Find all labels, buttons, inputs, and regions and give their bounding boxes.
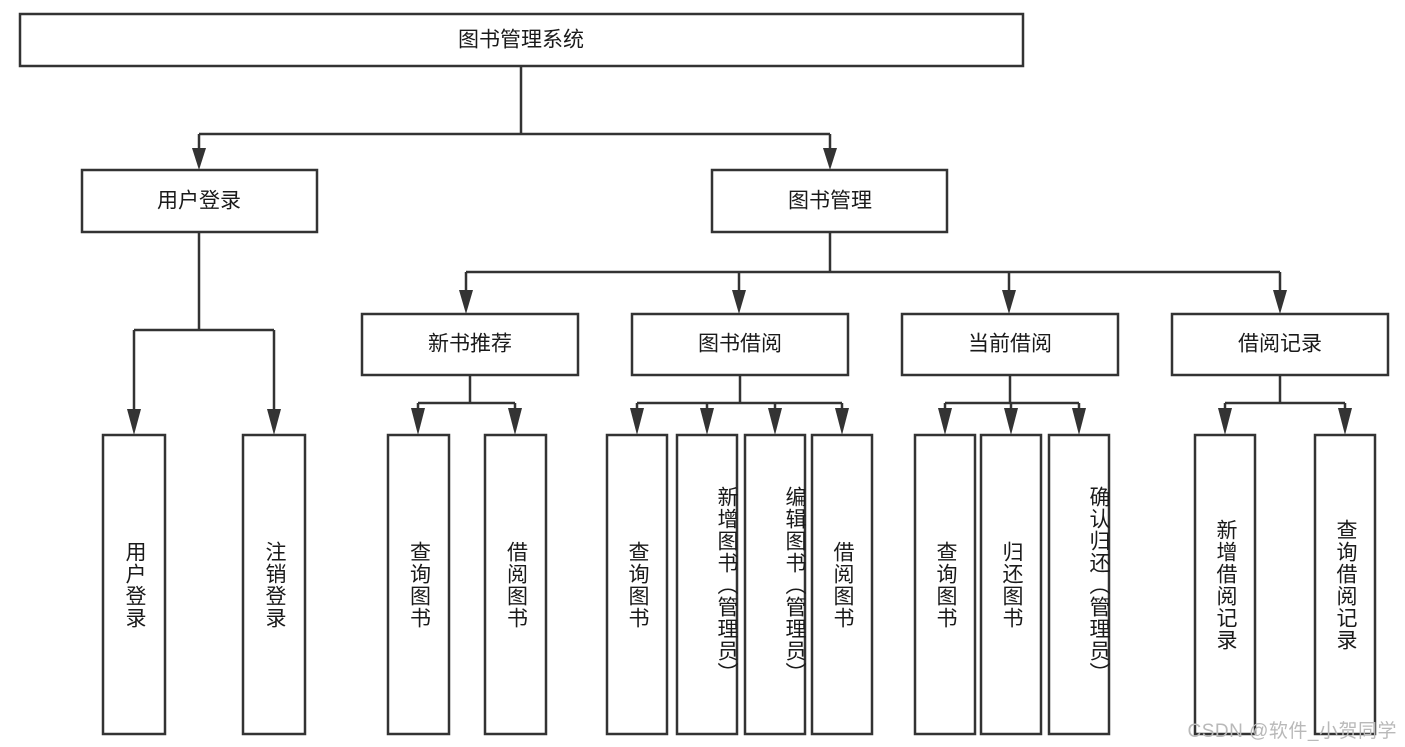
- node-layer: 图书管理系统 用户登录 图书管理 新书推荐 图书借阅 当前借阅 借阅记录: [18, 12, 1390, 736]
- node-label-user-login: 用户登录: [157, 190, 241, 213]
- arrow-bookmgmt-c1: [459, 290, 473, 314]
- watermark-text: CSDN @软件_小贺同学: [1187, 721, 1397, 742]
- arrow-current-c3: [1072, 408, 1086, 435]
- arrow-borrow-c2: [700, 408, 714, 435]
- node-label-root: 图书管理系统: [458, 29, 584, 52]
- node-box-leaf-query-record[interactable]: [1313, 433, 1377, 736]
- node-box-leaf-user-login[interactable]: [101, 433, 167, 736]
- arrow-newbook-c2: [508, 408, 522, 435]
- node-box-new-book-recommend[interactable]: [360, 312, 580, 377]
- arrow-bookmgmt-c4: [1273, 290, 1287, 314]
- arrow-borrow-c4: [835, 408, 849, 435]
- arrow-bookmgmt-c3: [1002, 290, 1016, 314]
- node-box-leaf-query-book-2[interactable]: [605, 433, 669, 736]
- node-box-leaf-add-record[interactable]: [1193, 433, 1257, 736]
- arrow-record-c2: [1338, 408, 1352, 435]
- arrow-record-c1: [1218, 408, 1232, 435]
- node-box-user-login[interactable]: [80, 168, 319, 234]
- arrow-root-to-userlogin: [192, 148, 206, 170]
- node-label-book-management: 图书管理: [788, 190, 872, 213]
- node-label-current-borrow: 当前借阅: [968, 333, 1052, 356]
- arrow-newbook-c1: [411, 408, 425, 435]
- node-box-leaf-logout[interactable]: [241, 433, 307, 736]
- node-box-book-borrow[interactable]: [630, 312, 850, 377]
- connector-layer: [127, 66, 1352, 435]
- arrow-root-to-bookmgmt: [823, 148, 837, 170]
- arrow-borrow-c1: [630, 408, 644, 435]
- node-box-book-management[interactable]: [710, 168, 949, 234]
- node-label-borrow-record: 借阅记录: [1238, 333, 1322, 356]
- node-box-current-borrow[interactable]: [900, 312, 1120, 377]
- node-box-leaf-return-book[interactable]: [979, 433, 1043, 736]
- node-box-root[interactable]: [18, 12, 1025, 68]
- arrow-bookmgmt-c2: [732, 290, 746, 314]
- node-box-leaf-query-book-3[interactable]: [913, 433, 977, 736]
- arrow-userlogin-c2: [267, 409, 281, 435]
- node-box-leaf-borrow-book-2[interactable]: [810, 433, 874, 736]
- node-box-borrow-record[interactable]: [1170, 312, 1390, 377]
- node-label-new-book-recommend: 新书推荐: [428, 333, 512, 356]
- arrow-current-c2: [1004, 408, 1018, 435]
- node-box-leaf-borrow-book-1[interactable]: [483, 433, 548, 736]
- arrow-userlogin-c1: [127, 409, 141, 435]
- node-box-leaf-add-book[interactable]: [675, 433, 739, 736]
- arrow-borrow-c3: [768, 408, 782, 435]
- node-box-leaf-confirm-return[interactable]: [1047, 433, 1111, 736]
- node-box-leaf-edit-book[interactable]: [743, 433, 807, 736]
- node-box-leaf-query-book-1[interactable]: [386, 433, 451, 736]
- node-label-book-borrow: 图书借阅: [698, 333, 782, 356]
- arrow-current-c1: [938, 408, 952, 435]
